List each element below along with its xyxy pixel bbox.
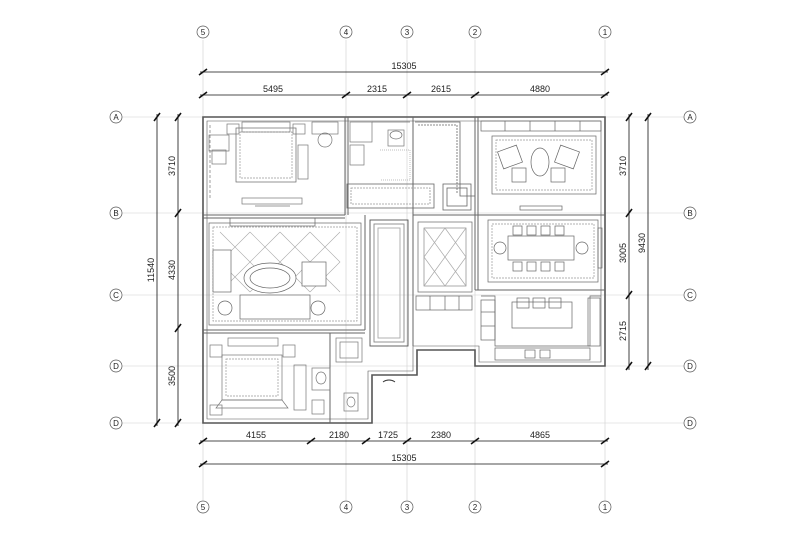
svg-text:4: 4 [344, 503, 349, 512]
svg-text:C: C [113, 291, 119, 300]
foyer [415, 221, 473, 311]
dimension-texts: 15305 5495 2315 2615 4880 4155 2180 1725… [146, 61, 647, 463]
grid-bubble-col-5: 5 [196, 25, 210, 39]
dim-left-seg-3: 3500 [167, 366, 177, 386]
grid-bubble-col-4-bottom: 4 [339, 500, 353, 514]
corridor-runner [369, 219, 409, 347]
corridor-cabinets [346, 121, 475, 211]
grid-bubble-row-d-left: D [109, 359, 123, 373]
column-bubbles-bottom: 5 4 3 2 1 [196, 500, 612, 514]
grid-bubble-row-b-left: B [109, 206, 123, 220]
dim-left-seg-2: 4330 [167, 260, 177, 280]
bathroom-bottom [311, 337, 363, 415]
svg-text:A: A [113, 113, 119, 122]
dim-bottom-seg-4: 2380 [431, 430, 451, 440]
dim-top-seg-2: 2315 [367, 84, 387, 94]
dim-bottom-seg-2: 2180 [329, 430, 349, 440]
bedroom-second [209, 337, 307, 416]
svg-text:D: D [687, 419, 693, 428]
grid-bubble-row-a-left: A [109, 110, 123, 124]
svg-text:B: B [687, 209, 692, 218]
dim-right-seg-2: 3005 [618, 243, 628, 263]
grid-bubble-row-d-right: D [683, 359, 697, 373]
dim-top-seg-3: 2615 [431, 84, 451, 94]
dim-bottom-seg-3: 1725 [378, 430, 398, 440]
svg-text:1: 1 [603, 28, 608, 37]
bedroom-master [208, 121, 339, 207]
dim-left-overall: 11540 [146, 258, 156, 282]
grid-bubble-col-5-bottom: 5 [196, 500, 210, 514]
row-bubbles-left: A B C D D [109, 110, 123, 430]
svg-text:5: 5 [201, 28, 206, 37]
svg-text:3: 3 [405, 28, 410, 37]
svg-text:C: C [687, 291, 693, 300]
dim-bottom-seg-1: 4155 [246, 430, 266, 440]
dim-right-seg-1: 3710 [618, 156, 628, 176]
grid-bubble-col-2-bottom: 2 [468, 500, 482, 514]
kitchen [480, 295, 601, 361]
grid-bubble-col-3: 3 [400, 25, 414, 39]
column-bubbles-top: 5 4 3 2 1 [196, 25, 612, 39]
svg-text:4: 4 [344, 28, 349, 37]
grid-bubble-row-c-right: C [683, 288, 697, 302]
svg-text:D: D [113, 419, 119, 428]
dimension-lines [153, 68, 652, 468]
svg-text:3: 3 [405, 503, 410, 512]
dim-left-seg-1: 3710 [167, 156, 177, 176]
svg-text:2: 2 [473, 28, 478, 37]
grid-bubble-row-d2-right: D [683, 416, 697, 430]
dim-right-seg-3: 2715 [618, 321, 628, 341]
grid-bubble-row-a-right: A [683, 110, 697, 124]
svg-text:B: B [113, 209, 118, 218]
entry-door [382, 379, 396, 383]
living-room [208, 217, 362, 326]
grid-bubble-row-c-left: C [109, 288, 123, 302]
dim-top-seg-1: 5495 [263, 84, 283, 94]
svg-text:D: D [113, 362, 119, 371]
svg-text:2: 2 [473, 503, 478, 512]
dim-bottom-seg-5: 4865 [530, 430, 550, 440]
grid-bubble-col-1-bottom: 1 [598, 500, 612, 514]
grid-bubble-row-d2-left: D [109, 416, 123, 430]
row-bubbles-right: A B C D D [683, 110, 697, 430]
dim-right-overall: 9430 [637, 233, 647, 253]
svg-text:1: 1 [603, 503, 608, 512]
grid-bubble-col-3-bottom: 3 [400, 500, 414, 514]
svg-text:5: 5 [201, 503, 206, 512]
grid-bubble-row-b-right: B [683, 206, 697, 220]
dim-top-overall: 15305 [391, 61, 416, 71]
dining-room [487, 219, 603, 283]
grid-bubble-col-1: 1 [598, 25, 612, 39]
grid-bubble-col-2: 2 [468, 25, 482, 39]
grid-bubble-col-4: 4 [339, 25, 353, 39]
svg-text:A: A [687, 113, 693, 122]
lounge-top-right [480, 120, 602, 211]
dim-bottom-overall: 15305 [391, 453, 416, 463]
bathroom-top [349, 121, 411, 181]
interior-walls [203, 117, 605, 423]
dim-top-seg-4: 4880 [530, 84, 550, 94]
svg-text:D: D [687, 362, 693, 371]
